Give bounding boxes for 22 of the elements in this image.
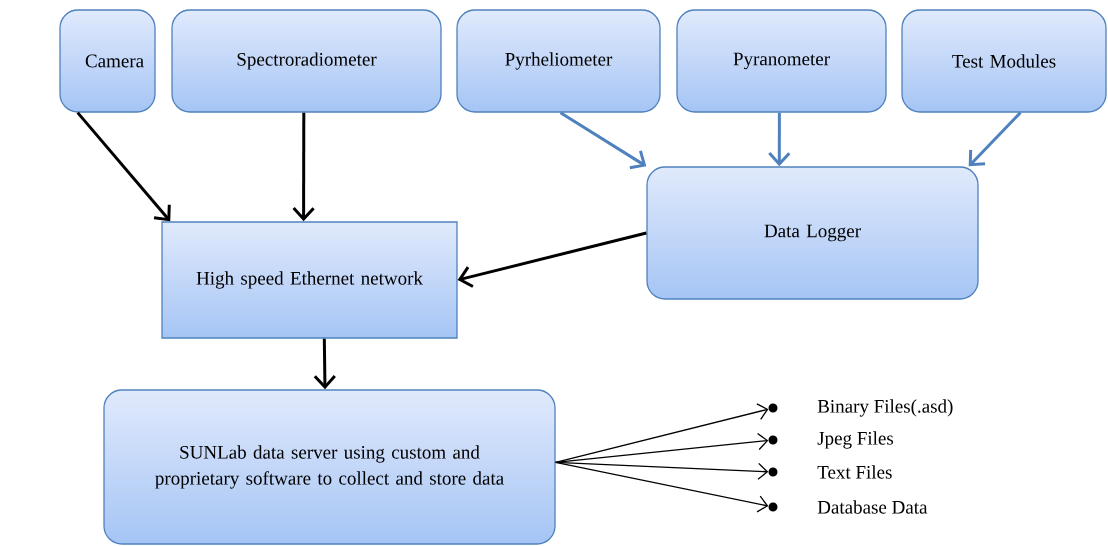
file-type-label: Text Files [817,465,892,479]
arrow [457,231,647,288]
arrow [968,111,1022,167]
arrow [555,403,769,463]
process-box: High speed Ethernet network [161,221,458,339]
rounded-box: Pyrheliometer [456,9,661,113]
file-type-label: Database Data [817,500,928,514]
arrow [76,111,171,222]
arrow [768,112,791,167]
arrow [555,461,769,513]
rounded-box: Camera [59,9,156,113]
rounded-box: Test Modules [901,9,1107,113]
file-type-label: Binary Files(.asd) [817,399,953,417]
arrow [555,432,769,463]
rounded-box: Spectroradiometer [171,9,442,113]
rounded-box: Pyranometer [676,9,887,113]
arrow [292,112,315,222]
file-type-label: Jpeg Files [817,431,894,449]
arrow [313,338,336,390]
rounded-box: SUNLab data server using custom and proprietary software to collect and store data [103,389,556,545]
arrow [559,111,647,170]
rounded-box: Data Logger [646,166,979,300]
